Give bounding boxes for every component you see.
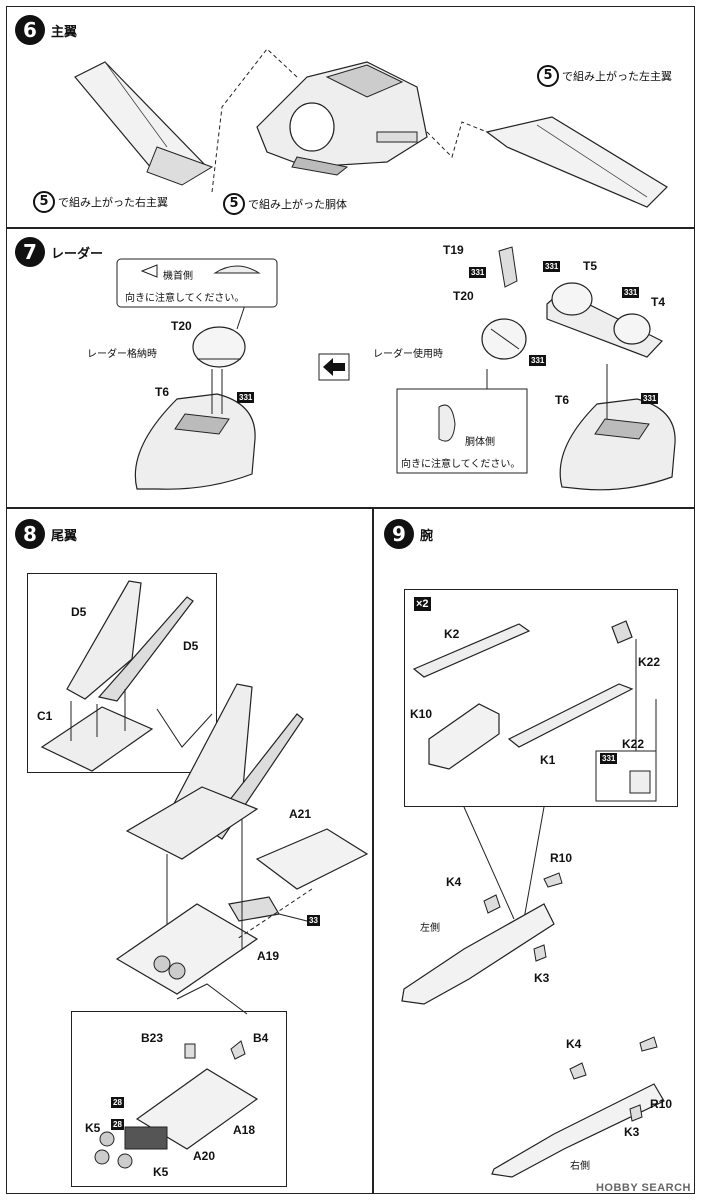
step8-title: 尾翼 [51,529,78,544]
step8-illustration [40,580,369,1169]
part-label-b4: B4 [253,1031,269,1045]
part-label-k5-upper: K5 [85,1121,101,1135]
body-side-note: 胴体側 [465,437,495,448]
step7-title: レーダー [51,247,104,262]
step7-illustration [116,246,676,491]
step6-illustration [74,48,668,208]
part-label-d5-left: D5 [71,605,87,619]
part-label-t20-stowed: T20 [171,319,192,333]
part-label-k4-left: K4 [446,875,462,889]
part-label-d5-right: D5 [183,639,199,653]
step6-number: 6 [15,15,45,45]
orientation-note: 向きに注意してください。 [125,293,245,304]
part-label-c1: C1 [37,709,53,723]
part-label-k4-right: K4 [566,1037,582,1051]
part-label-t6-in-use: T6 [555,393,570,407]
part-label-t4: T4 [651,295,666,309]
glue-tag-28: 28 [111,1097,124,1108]
step7-number: 7 [15,237,45,267]
part-label-k22: K22 [638,655,661,669]
glue-tag-28: 28 [111,1119,124,1130]
step8-number: 8 [15,519,45,549]
part-label-t19: T19 [443,243,464,257]
step6-ref-body: 5 で組み上がった胴体 [223,193,347,215]
right-side-label: 右側 [570,1161,590,1172]
part-label-k5-lower: K5 [153,1165,169,1179]
orientation-note-2: 向きに注意してください。 [401,459,521,470]
step9-panel: 9 腕 ×2 K2 K22 K10 K1 331 K22 K4 R10 [373,508,695,1194]
glue-tag: 331 [529,355,547,366]
part-label-a19: A19 [257,949,280,963]
nose-side-note: 機首側 [163,271,193,282]
step9-title: 腕 [420,529,434,544]
glue-tag: 331 [641,393,659,404]
step-ref-circle: 5 [33,191,55,213]
step9-number: 9 [384,519,414,549]
glue-tag: 331 [237,392,255,403]
glue-tag: 331 [622,287,640,298]
part-label-k10: K10 [410,707,433,721]
part-label-b23: B23 [141,1031,164,1045]
part-label-t20-in-use: T20 [453,289,474,303]
times-two-tag: ×2 [414,597,431,611]
step-ref-text: で組み上がった左主翼 [562,70,672,83]
part-label-k2: K2 [444,627,460,641]
step6-ref-left-wing: 5 で組み上がった左主翼 [537,65,672,87]
step6-panel: 6 主翼 5 で組み上がった右主翼 5 で組み上がった胴体 5 で組み上がった左… [6,6,695,228]
watermark-logo: HOBBY SEARCH [595,1182,691,1194]
in-use-caption: レーダー使用時 [373,349,443,360]
glue-tag: 331 [469,267,487,278]
part-label-k3-left: K3 [534,971,550,985]
part-label-t5: T5 [583,259,598,273]
step9-illustration [401,620,665,1178]
step-ref-circle: 5 [223,193,245,215]
part-label-r10-right: R10 [650,1097,673,1111]
step6-ref-right-wing: 5 で組み上がった右主翼 [33,191,168,213]
part-label-r10-left: R10 [550,851,573,865]
glue-tag-33: 33 [307,915,320,926]
part-label-k22-inset: K22 [622,737,645,751]
part-label-k3-right: K3 [624,1125,640,1139]
part-label-a20: A20 [193,1149,216,1163]
step-ref-text: で組み上がった胴体 [248,198,347,211]
part-label-t6-stowed: T6 [155,385,170,399]
step6-title: 主翼 [51,25,78,40]
stowed-caption: レーダー格納時 [87,349,157,360]
glue-tag: 331 [600,753,618,764]
step-ref-circle: 5 [537,65,559,87]
part-label-a21: A21 [289,807,312,821]
part-label-k1: K1 [540,753,556,767]
glue-tag: 331 [543,261,561,272]
step-ref-text: で組み上がった右主翼 [58,196,168,209]
left-side-label: 左側 [420,923,440,934]
part-label-a18: A18 [233,1123,256,1137]
step8-panel: 8 尾翼 D5 D5 C [6,508,373,1194]
step7-panel: 7 レーダー T20 T6 331 レーダー格納時 機首側 向きに [6,228,695,508]
